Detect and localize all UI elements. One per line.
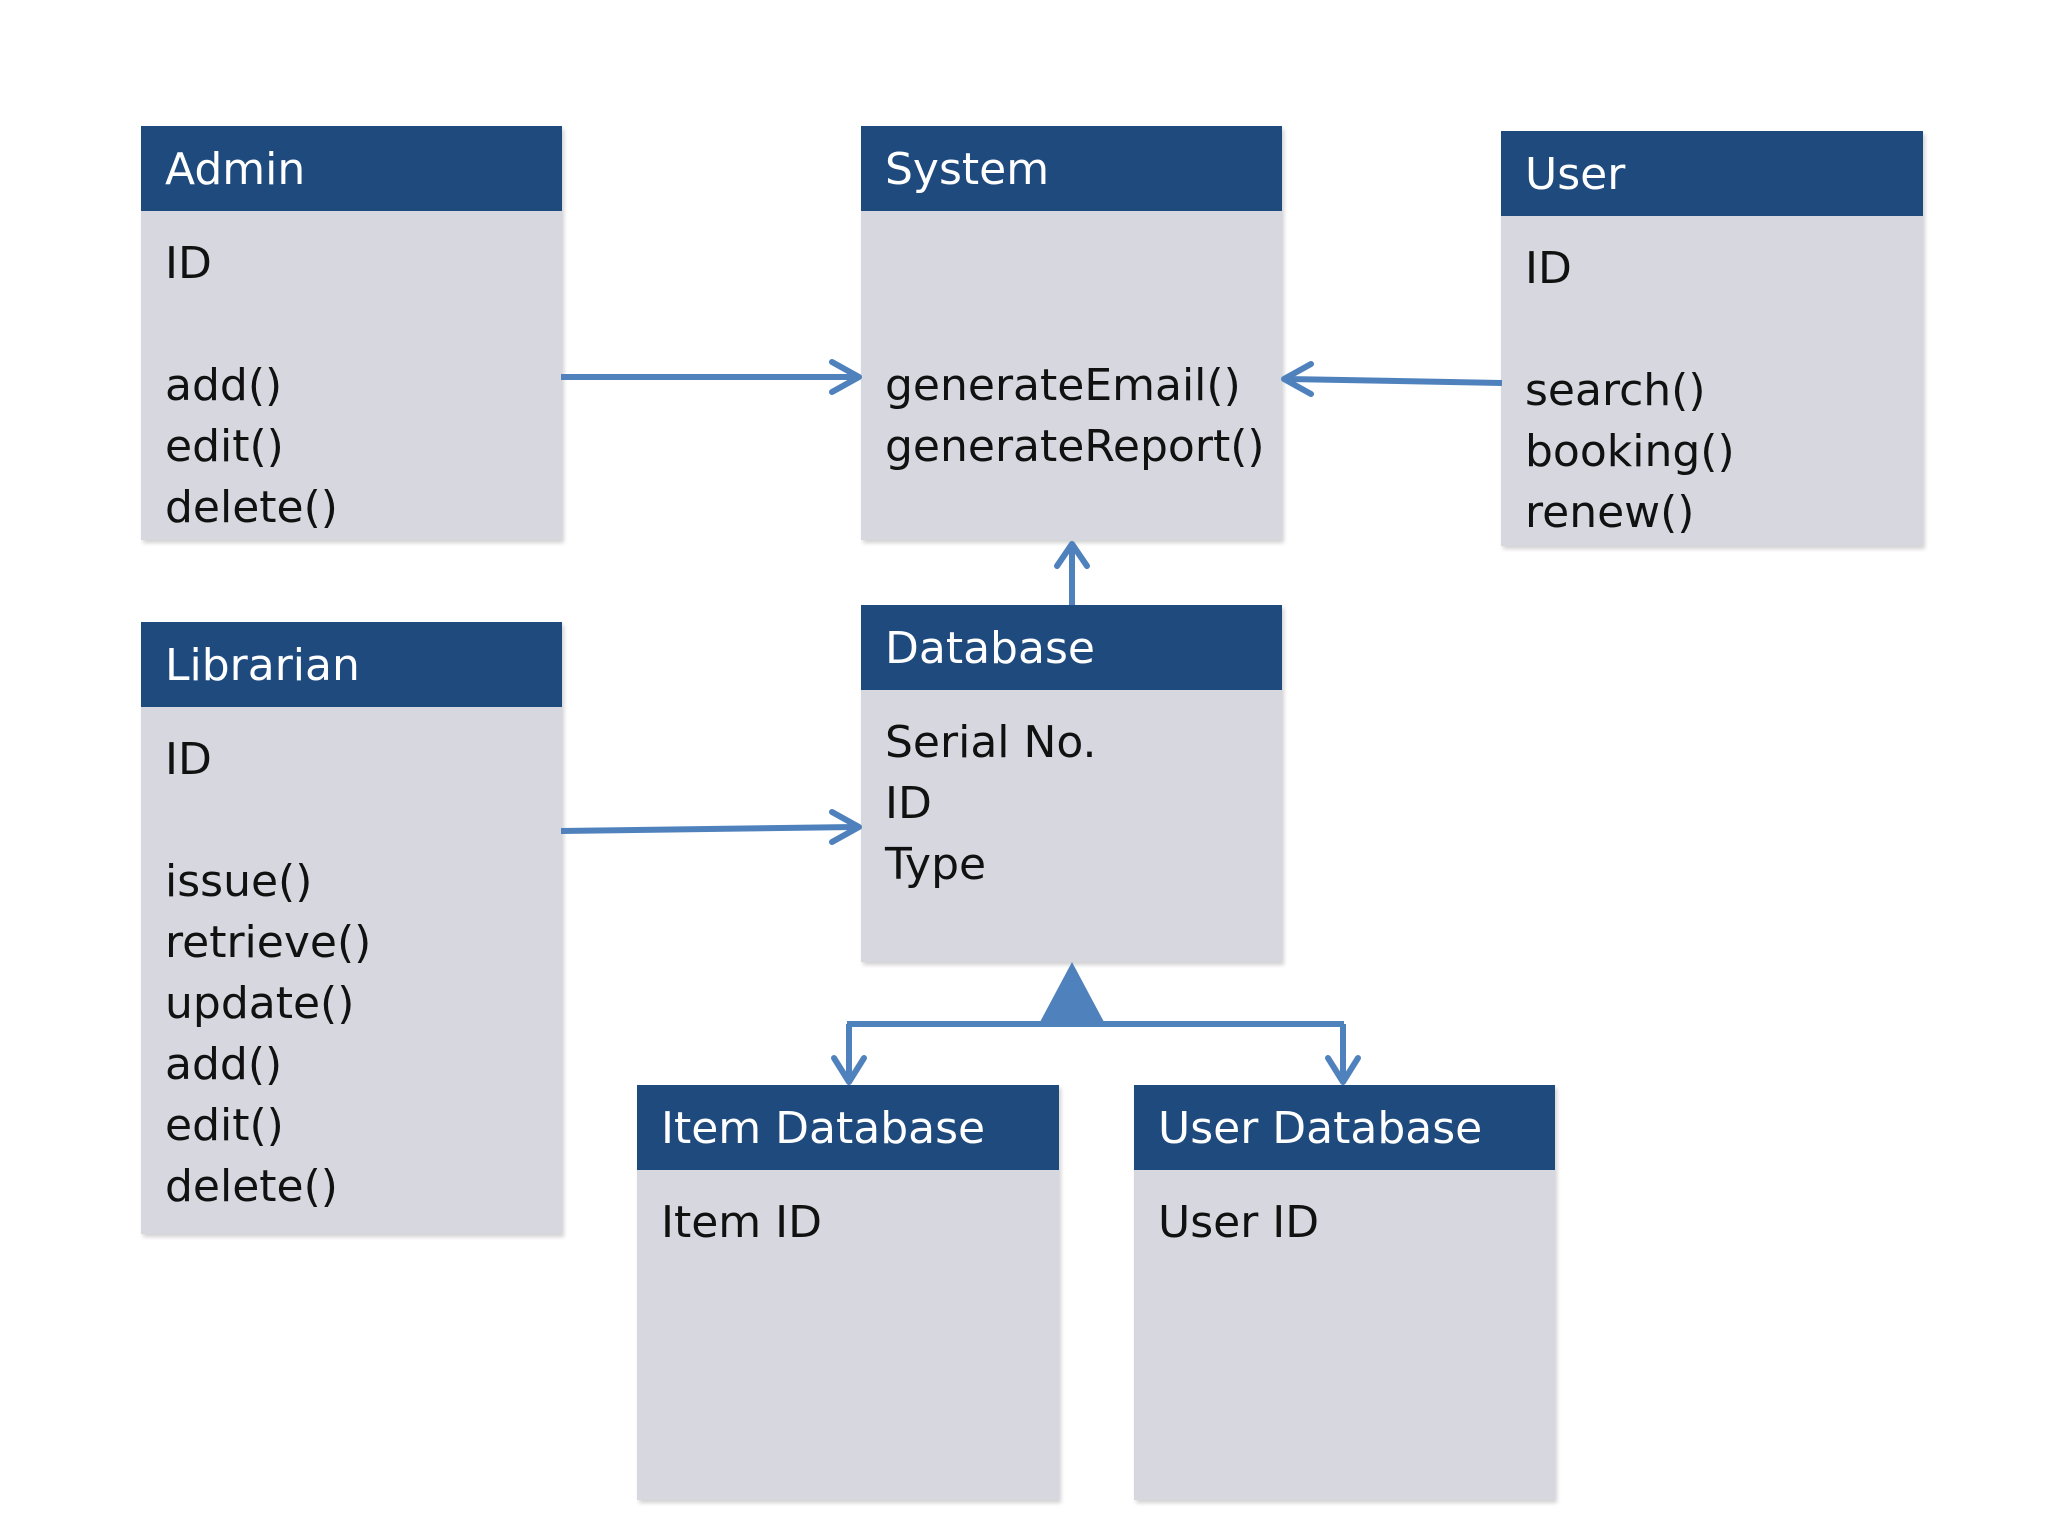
member-separator xyxy=(885,233,1282,294)
class-item-database-name: Item Database xyxy=(637,1085,1059,1170)
class-user-method: renew() xyxy=(1525,487,1695,538)
class-system-method: generateEmail() xyxy=(885,360,1241,411)
class-admin-members: ID add() edit() delete() xyxy=(141,211,562,538)
class-user-members: ID search() booking() renew() xyxy=(1501,216,1923,543)
class-database-attribute: ID xyxy=(885,778,932,829)
class-admin-method: add() xyxy=(165,360,283,411)
association-database-to-system xyxy=(1054,541,1090,605)
class-system: System generateEmail() generateReport() xyxy=(861,126,1282,540)
generalization-triangle-icon xyxy=(1040,962,1104,1022)
class-user-method: search() xyxy=(1525,365,1706,416)
association-librarian-to-database xyxy=(560,809,862,845)
class-database-attribute: Type xyxy=(885,839,987,890)
class-librarian-method: delete() xyxy=(165,1161,338,1212)
class-admin-name: Admin xyxy=(141,126,562,211)
class-librarian-attribute: ID xyxy=(165,734,212,785)
class-librarian-name: Librarian xyxy=(141,622,562,707)
generalization-database xyxy=(831,962,1361,1085)
association-user-to-system xyxy=(1281,361,1503,397)
class-database-name: Database xyxy=(861,605,1282,690)
class-system-members: generateEmail() generateReport() xyxy=(861,211,1282,477)
class-user-database-attribute: User ID xyxy=(1158,1197,1320,1248)
class-admin: Admin ID add() edit() delete() xyxy=(141,126,562,540)
class-librarian-method: issue() xyxy=(165,856,313,907)
class-librarian-method: edit() xyxy=(165,1100,284,1151)
class-admin-method: delete() xyxy=(165,482,338,533)
class-librarian: Librarian ID issue() retrieve() update()… xyxy=(141,622,562,1234)
class-user-database-members: User ID xyxy=(1134,1170,1555,1253)
class-user-database: User Database User ID xyxy=(1134,1085,1555,1500)
class-librarian-method: retrieve() xyxy=(165,917,372,968)
member-separator xyxy=(1525,299,1923,360)
association-admin-to-system xyxy=(561,359,862,395)
class-user-database-name: User Database xyxy=(1134,1085,1555,1170)
class-librarian-members: ID issue() retrieve() update() add() edi… xyxy=(141,707,562,1217)
member-separator xyxy=(165,790,562,851)
class-admin-method: edit() xyxy=(165,421,284,472)
class-user-attribute: ID xyxy=(1525,243,1572,294)
class-librarian-method: update() xyxy=(165,978,355,1029)
class-database-attribute: Serial No. xyxy=(885,717,1097,768)
class-item-database: Item Database Item ID xyxy=(637,1085,1059,1500)
class-user-method: booking() xyxy=(1525,426,1735,477)
class-user-name: User xyxy=(1501,131,1923,216)
class-database-members: Serial No. ID Type xyxy=(861,690,1282,895)
class-database: Database Serial No. ID Type xyxy=(861,605,1282,962)
class-item-database-members: Item ID xyxy=(637,1170,1059,1253)
class-item-database-attribute: Item ID xyxy=(661,1197,823,1248)
class-system-name: System xyxy=(861,126,1282,211)
class-librarian-method: add() xyxy=(165,1039,283,1090)
class-user: User ID search() booking() renew() xyxy=(1501,131,1923,546)
class-admin-attribute: ID xyxy=(165,238,212,289)
member-separator xyxy=(165,294,562,355)
member-separator xyxy=(885,294,1282,355)
class-system-method: generateReport() xyxy=(885,421,1265,472)
